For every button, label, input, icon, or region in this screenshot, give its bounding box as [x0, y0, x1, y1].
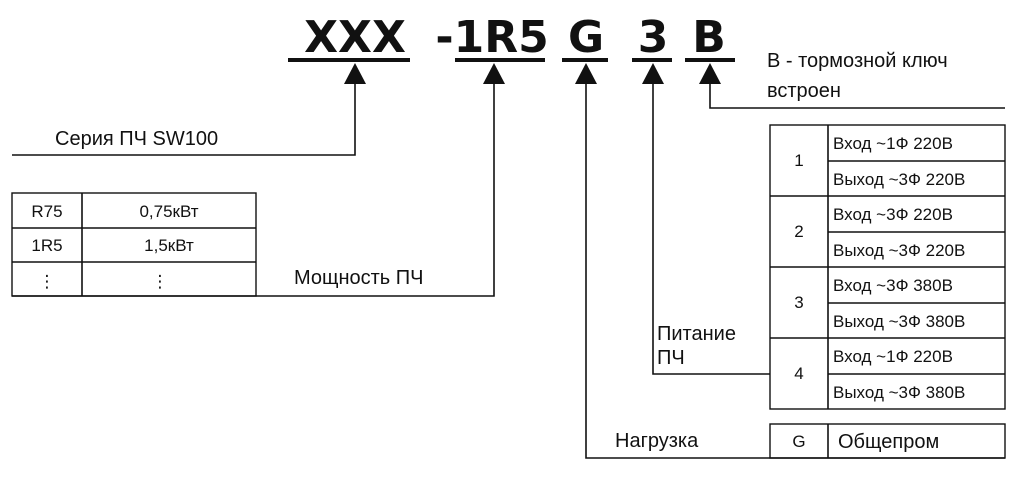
label-power: Мощность ПЧ — [294, 267, 423, 289]
supply-output-cell: Выход ~3Ф 220В — [833, 170, 965, 189]
supply-code-cell: 3 — [794, 293, 803, 312]
supply-input-cell: Вход ~3Ф 380В — [833, 276, 953, 295]
label-load: Нагрузка — [615, 430, 699, 452]
power-value-cell: 0,75кВт — [139, 202, 198, 221]
code-series: XXX — [304, 12, 406, 63]
leader-power — [12, 84, 495, 297]
label-brake-line2: встроен — [767, 80, 841, 102]
code-supply: 3 — [638, 12, 669, 63]
leader-series — [12, 84, 356, 156]
supply-input-cell: Вход ~3Ф 220В — [833, 205, 953, 224]
leader-brake — [709, 84, 1005, 109]
arrow-power — [483, 63, 505, 84]
label-supply-line2: ПЧ — [657, 347, 685, 369]
leader-supply — [652, 84, 770, 375]
power-value-ellipsis: ⋮ — [152, 272, 169, 291]
power-table-border — [11, 192, 257, 297]
power-code-cell: 1R5 — [31, 236, 62, 255]
supply-output-cell: Выход ~3Ф 220В — [833, 241, 965, 260]
power-code-ellipsis: ⋮ — [39, 272, 56, 291]
code-brake: B — [692, 12, 726, 63]
arrow-brake — [699, 63, 721, 84]
arrow-load — [575, 63, 597, 84]
code-power: -1R5 — [435, 12, 548, 63]
supply-code-cell: 4 — [794, 364, 803, 383]
supply-input-cell: Вход ~1Ф 220В — [833, 134, 953, 153]
supply-output-cell: Выход ~3Ф 380В — [833, 312, 965, 331]
power-code-cell: R75 — [31, 202, 62, 221]
supply-input-cell: Вход ~1Ф 220В — [833, 347, 953, 366]
supply-table: 1 Вход ~1Ф 220В Выход ~3Ф 220В 2 Вход ~3… — [769, 124, 1006, 410]
supply-code-cell: 2 — [794, 222, 803, 241]
supply-output-cell: Выход ~3Ф 380В — [833, 383, 965, 402]
power-value-cell: 1,5кВт — [144, 236, 194, 255]
load-code-cell: G — [792, 432, 805, 451]
code-load: G — [568, 12, 604, 63]
label-supply-line1: Питание — [657, 323, 736, 345]
label-series: Серия ПЧ SW100 — [55, 128, 218, 150]
load-table: G Общепром — [769, 423, 1006, 459]
load-value-cell: Общепром — [838, 431, 939, 453]
label-brake-line1: B - тормозной ключ — [767, 50, 948, 72]
arrow-supply — [642, 63, 664, 84]
load-table-border — [769, 423, 1006, 459]
power-table: R75 0,75кВт 1R5 1,5кВт ⋮ ⋮ — [11, 192, 257, 297]
arrow-series — [344, 63, 366, 84]
supply-code-cell: 1 — [794, 151, 803, 170]
